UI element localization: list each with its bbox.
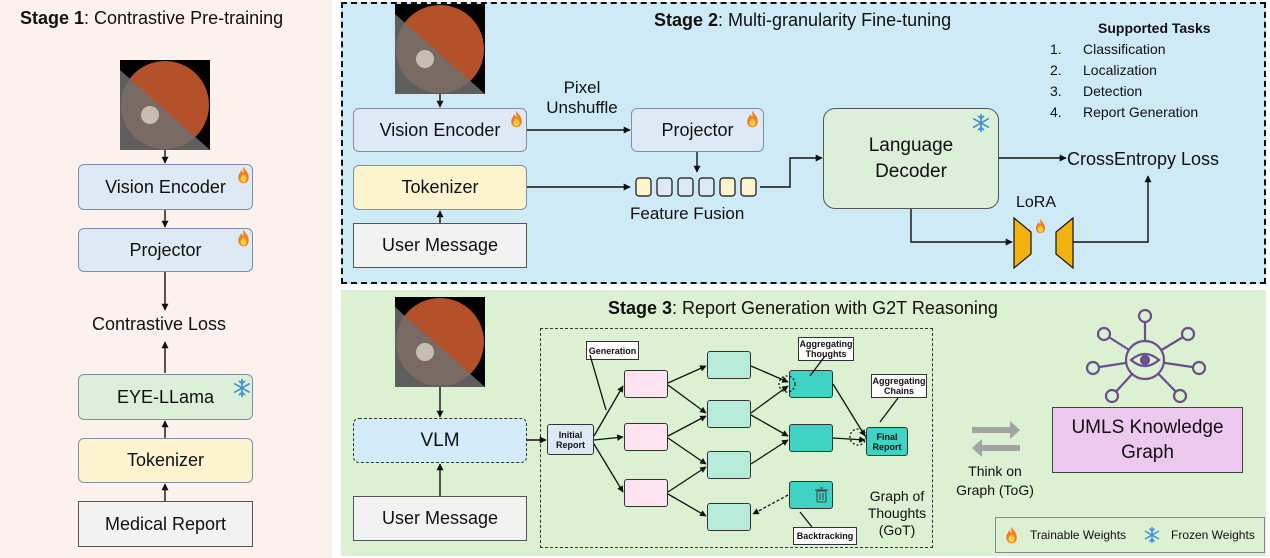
task-num: 3. [1050,83,1062,99]
stage3-vlm: VLM [353,418,527,463]
task-label: Localization [1083,62,1157,78]
aggregated-thought-node [789,424,833,452]
final-report-node: Final Report [866,427,908,456]
stage1-medical-report: Medical Report [78,501,253,547]
flame-icon [1035,218,1046,234]
thought-node [707,351,751,379]
exchange-arrows-icon [972,421,1020,457]
stage3-user-message: User Message [353,496,527,541]
stage1-vision-encoder: Vision Encoder [78,164,253,210]
stage2-crossentropy-loss: CrossEntropy Loss [1067,149,1220,169]
lora-adapter-icon [1013,216,1074,270]
task-label: Detection [1083,83,1143,99]
legend-box [995,517,1265,553]
flame-icon [1006,526,1017,544]
thought-node [624,370,668,398]
stage2-vision-encoder: Vision Encoder [353,108,527,152]
stage1-title: Stage 1: Contrastive Pre-training [20,8,284,28]
knowledge-graph-icon [1085,308,1207,404]
task-num: 4. [1050,104,1062,120]
stage2-feature-fusion: Feature Fusion [630,204,745,223]
got-label: Graph of Thoughts (GoT) [867,488,927,538]
snowflake-icon [233,378,251,398]
aggregating-thoughts-tag: Aggregating Thoughts [798,337,854,361]
backtracking-tag: Backtracking [793,527,857,545]
stage2-tokenizer: Tokenizer [353,165,527,210]
flame-icon [747,110,758,128]
stage1-contrastive-loss: Contrastive Loss [92,314,227,334]
thought-node [707,503,751,531]
aggregating-chains-tag: Aggregating Chains [871,374,927,398]
flame-icon [238,166,249,184]
stage3-arrows [436,387,547,496]
got-edges [589,354,899,528]
legend-trainable-label: Trainable Weights [1030,528,1127,542]
task-num: 2. [1050,62,1062,78]
flame-icon [511,110,522,128]
legend-frozen-label: Frozen Weights [1171,528,1255,542]
initial-report-node: Initial Report [547,424,594,455]
stage1-projector: Projector [78,228,253,272]
stage2-arrows [436,94,1152,246]
thought-node [624,423,668,451]
task-label: Report Generation [1083,104,1199,120]
thought-node [707,400,751,428]
think-on-graph-label: Think on Graph (ToG) [956,463,1034,498]
task-num: 1. [1050,41,1062,57]
supported-tasks-title: Supported Tasks [1098,20,1211,36]
snowflake-icon [972,113,990,133]
stage2-projector: Projector [631,108,764,152]
task-label: Classification [1083,41,1166,57]
stage2-user-message: User Message [353,223,527,268]
stage1-tokenizer: Tokenizer [78,438,253,483]
stage2-pixel-unshuffle: Pixel Unshuffle [546,78,618,117]
fundus-drawings [120,5,485,387]
stage2-title: Stage 2: Multi-granularity Fine-tuning [654,10,952,30]
feature-fusion-tokens [635,177,757,197]
stage1-eye-llama: EYE-LLama [78,374,253,420]
flame-icon [238,229,249,247]
thought-node [624,479,668,507]
thought-node [707,451,751,479]
stage2-language-decoder: Language Decoder [823,108,999,209]
stage2-lora-label: LoRA [1016,194,1057,211]
generation-tag: Generation [586,341,639,360]
stage3-title: Stage 3: Report Generation with G2T Reas… [608,298,998,318]
trash-icon [815,487,828,503]
umls-knowledge-graph: UMLS Knowledge Graph [1052,407,1243,473]
snowflake-icon [1144,526,1160,544]
